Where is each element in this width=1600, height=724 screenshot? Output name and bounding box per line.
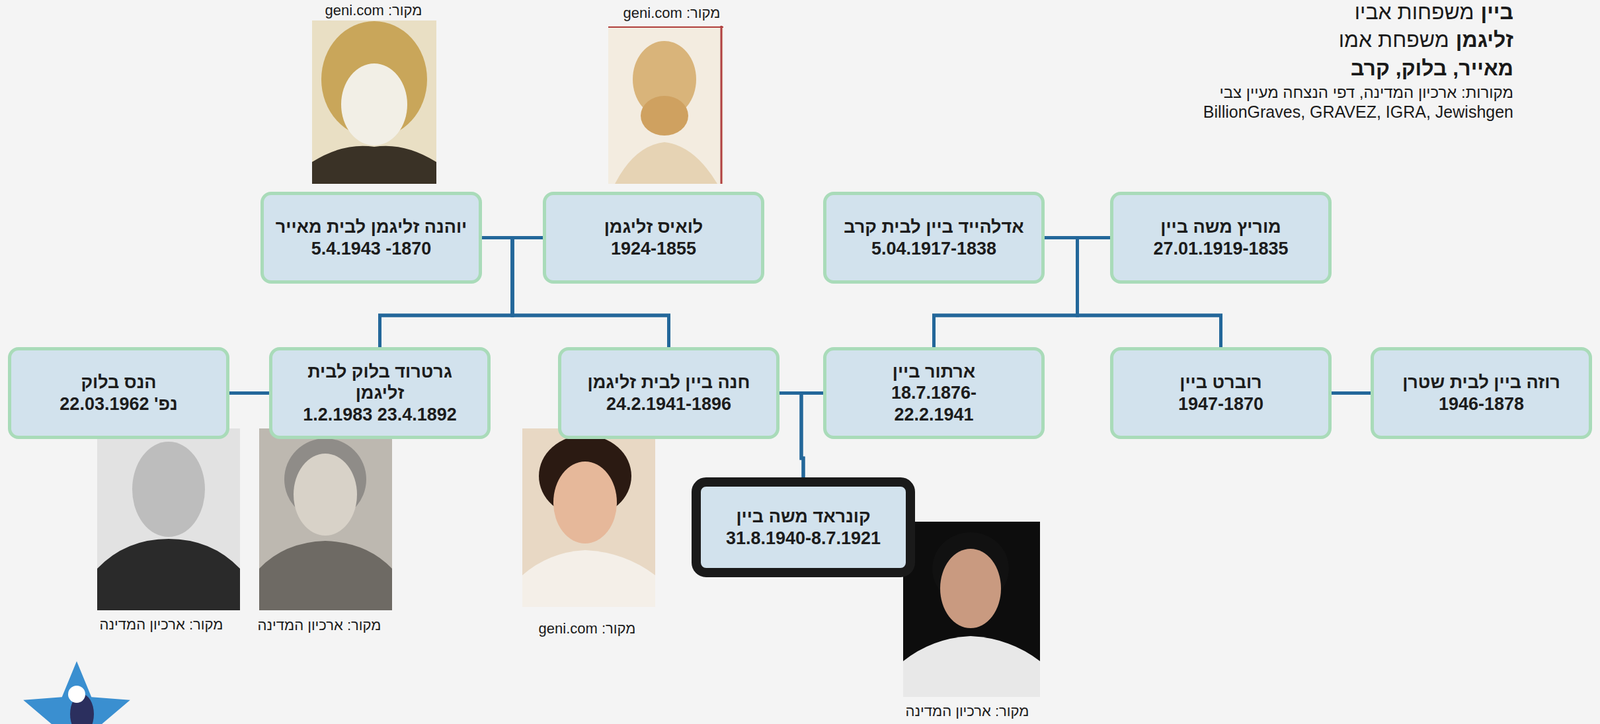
person-name: אדלהייד ביין לבית קרב (843, 216, 1024, 238)
photo (903, 521, 1040, 697)
photo (522, 428, 656, 607)
photo-source: מקור: geni.com (481, 620, 693, 638)
photo-body (522, 550, 656, 607)
photo-source: מקור: ארכיון המדינה (861, 702, 1074, 720)
person-name: קונראד משה ביין (735, 505, 871, 527)
photo (608, 25, 724, 184)
person-box: אדלהייד ביין לבית קרב5.04.1917-1838 (823, 191, 1045, 284)
photo-face (132, 441, 205, 537)
person-box: רוברט ביין1947-1870 (1110, 347, 1332, 440)
header-note: מקורות: ארכיון המדינה, דפי הנצחה מעיין צ… (1219, 83, 1514, 102)
person-dates: 5.4.1943 -1870 (311, 238, 432, 260)
logo-head (68, 685, 86, 703)
person-name: ארתור ביין (892, 360, 976, 383)
person-dates: 24.2.1941-1896 (606, 393, 732, 415)
photo-edge (720, 25, 723, 184)
header-line: BillionGraves, GRAVEZ, IGRA, Jewishgen (1203, 102, 1514, 122)
photo-source: מקור: ארכיון המדינה (213, 616, 426, 635)
person-dates: 18.7.1876- 22.2.1941 (868, 382, 1001, 426)
header-note: BillionGraves, GRAVEZ, IGRA, Jewishgen (1203, 102, 1514, 122)
header-line: מאייר, בלוק, קרב (1350, 56, 1514, 81)
person-box: הנס בלוקנפ' 22.03.1962 (7, 347, 230, 440)
header-line: מקורות: ארכיון המדינה, דפי הנצחה מעיין צ… (1219, 83, 1514, 102)
photo-source: מקור: geni.com (565, 4, 778, 22)
person-name: חנה ביין לבית זליגמן (587, 371, 751, 393)
person-name: גרטרוד בלוק לבית זליגמן (281, 360, 479, 404)
person-name: רוזה ביין לבית שטרן (1402, 371, 1561, 393)
family-name: זליגמן (1455, 27, 1514, 53)
photo-ground (522, 428, 656, 607)
photo-body (903, 636, 1040, 697)
person-name: מוריץ משה ביין (1160, 216, 1281, 238)
descent-line (779, 393, 804, 479)
person-dates: 1946-1878 (1438, 393, 1524, 415)
photo-body (614, 142, 718, 184)
photo-face (940, 548, 1001, 629)
photo-body (312, 146, 437, 184)
header-line: זליגמןמשפחת אמו (1338, 27, 1514, 53)
photo (259, 428, 393, 611)
person-box: רוזה ביין לבית שטרן1946-1878 (1370, 347, 1593, 440)
person-name: לואיס זליגמן (604, 216, 704, 238)
person-name: הנס בלוק (80, 371, 157, 393)
photo (312, 20, 437, 184)
person-dates: 5.04.1917-1838 (871, 238, 997, 260)
photo-face (293, 453, 358, 536)
person-dates: 31.8.1940-8.7.1921 (725, 527, 881, 549)
person-dates: 1947-1870 (1178, 393, 1264, 415)
photo-ground (259, 428, 393, 611)
header-note: משפחת אמו (1338, 27, 1450, 53)
logo-star (23, 661, 131, 724)
person-box: לואיס זליגמן1924-1855 (542, 191, 765, 284)
family-name: ביין (1480, 0, 1514, 25)
person-box: מוריץ משה ביין27.01.1919-1835 (1110, 191, 1332, 284)
photo-face (553, 461, 617, 544)
person-box: גרטרוד בלוק לבית זליגמן1.2.1983 23.4.189… (269, 347, 491, 440)
marriage-line (1331, 391, 1371, 395)
photo-beard (640, 95, 689, 136)
photo-ground (903, 521, 1040, 697)
photo-body (97, 538, 240, 611)
person-name: יוהנה זליגמן לבית מאייר (275, 216, 468, 238)
person-dates: 27.01.1919-1835 (1153, 238, 1288, 260)
photo-ground (97, 428, 240, 611)
photo-face (341, 63, 408, 146)
photo (97, 428, 240, 611)
person-dates: נפ' 22.03.1962 (59, 393, 178, 415)
photo-source: מקור: ארכיון המדינה (55, 616, 268, 634)
marriage-line (229, 391, 270, 395)
family-name: מאייר, בלוק, קרב (1350, 56, 1514, 81)
photo-source: מקור: geni.com (267, 1, 480, 20)
photo-ground (608, 25, 724, 184)
person-box: חנה ביין לבית זליגמן24.2.1941-1896 (558, 347, 780, 440)
photo-body (259, 540, 393, 611)
person-box: יוהנה זליגמן לבית מאייר5.4.1943 -1870 (260, 191, 482, 284)
focus-person-box: קונראד משה ביין31.8.1940-8.7.1921 (691, 477, 916, 578)
header-line: בייןמשפחות אביו (1354, 0, 1514, 25)
person-box: ארתור ביין18.7.1876- 22.2.1941 (823, 347, 1045, 440)
logo (23, 661, 131, 724)
photo-edge (608, 26, 724, 28)
person-dates: 1924-1855 (610, 238, 697, 260)
photo-ground (312, 20, 437, 184)
person-name: רוברט ביין (1179, 371, 1262, 393)
person-dates: 1.2.1983 23.4.1892 (302, 403, 457, 426)
header-note: משפחות אביו (1354, 0, 1475, 25)
